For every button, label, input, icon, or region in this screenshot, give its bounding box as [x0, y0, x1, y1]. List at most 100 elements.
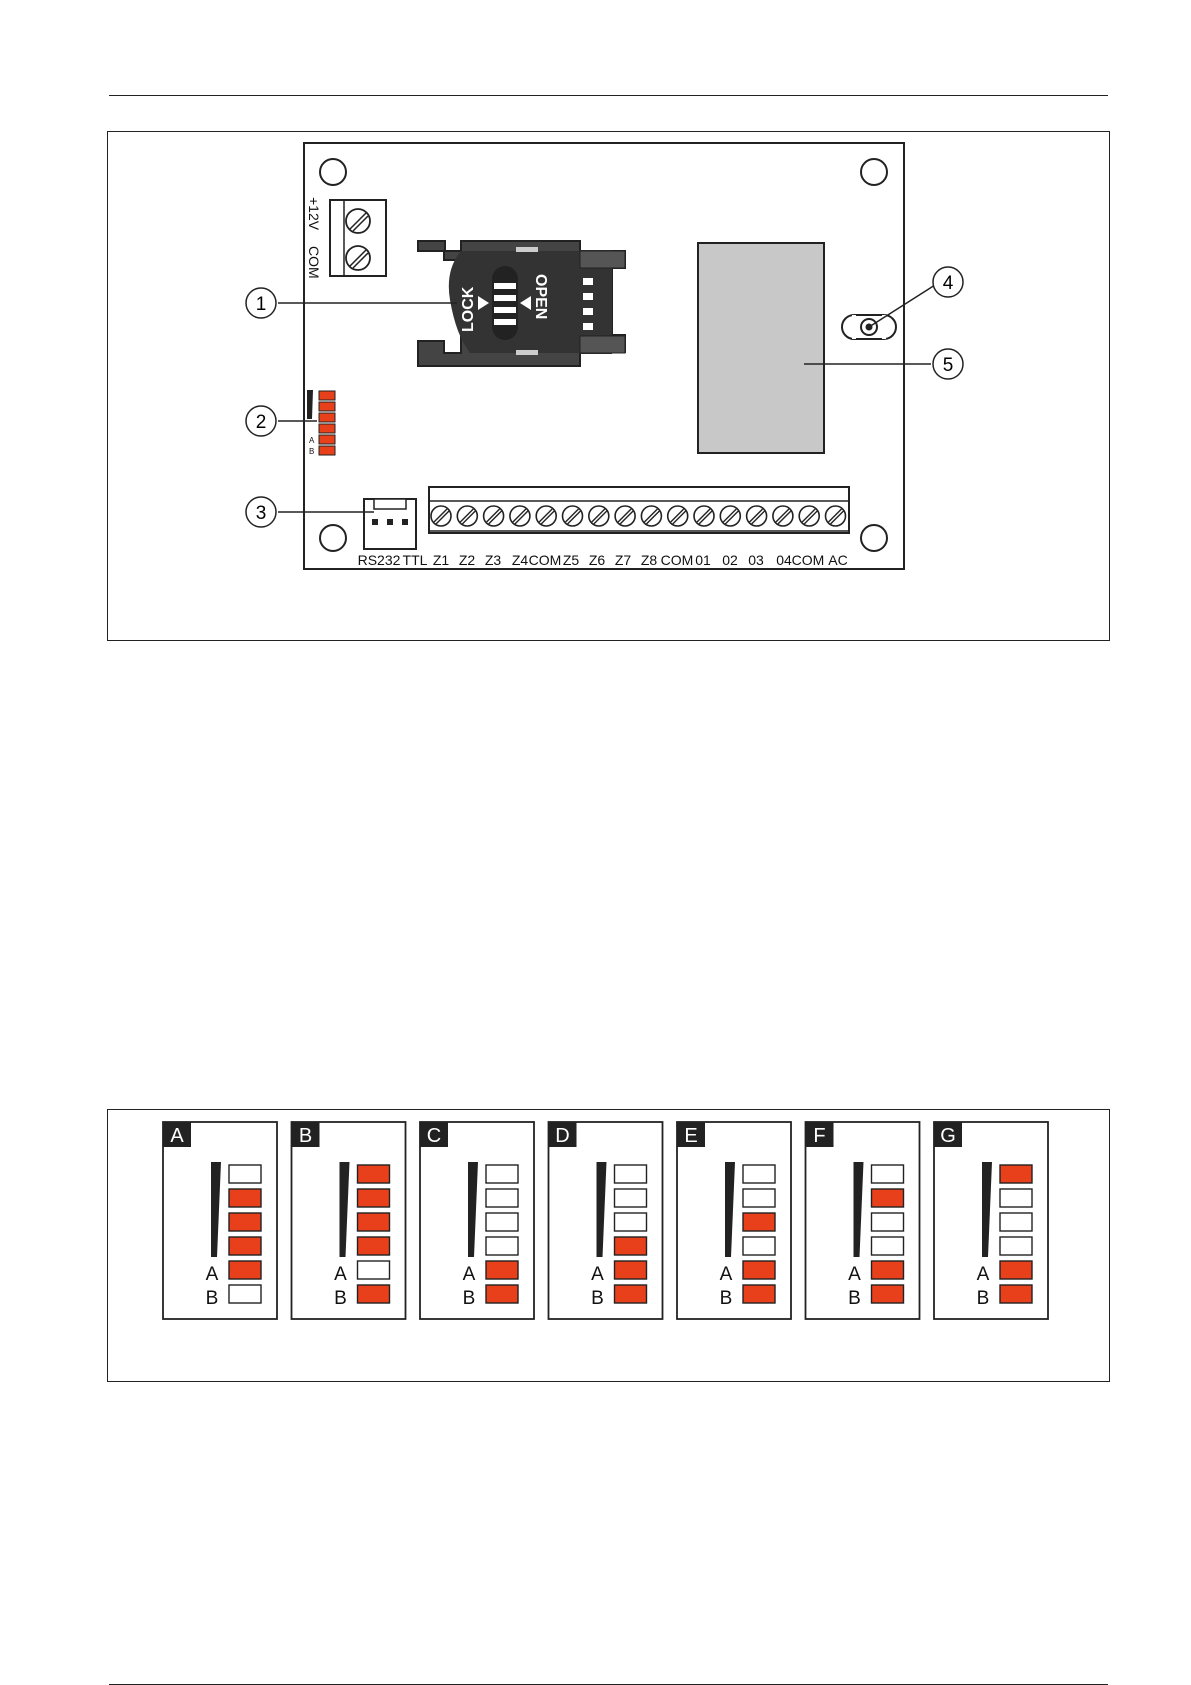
panel-letter: E: [684, 1125, 697, 1147]
led-indicator: [1000, 1261, 1032, 1279]
screw-icon: [510, 506, 530, 526]
led-label-a: A: [720, 1264, 733, 1285]
led-label-b: B: [463, 1288, 476, 1309]
led-indicator: [358, 1261, 390, 1279]
led-indicator: [743, 1237, 775, 1255]
gsm-module: [698, 243, 824, 453]
screw-icon: [563, 506, 583, 526]
led-indicator: [486, 1261, 518, 1279]
mounting-hole: [320, 525, 346, 551]
led-indicator: [486, 1237, 518, 1255]
led-panel-b: BAB: [292, 1122, 406, 1319]
led-indicator: [229, 1165, 261, 1183]
terminal-label: RS232: [358, 552, 401, 568]
led-panel-e: EAB: [677, 1122, 791, 1319]
power-label-12v: +12V: [306, 197, 322, 231]
board-led: [319, 391, 335, 400]
board-led-label-a: A: [309, 436, 315, 445]
rs232-ttl-connector: [364, 499, 416, 549]
mounting-hole: [861, 525, 887, 551]
led-indicator: [743, 1165, 775, 1183]
terminal-label: 03: [748, 552, 764, 568]
led-panel-g: GAB: [934, 1122, 1048, 1319]
led-label-a: A: [591, 1264, 604, 1285]
led-label-a: A: [206, 1264, 219, 1285]
led-indicator: [615, 1213, 647, 1231]
led-indicator: [872, 1189, 904, 1207]
led-indicator: [743, 1189, 775, 1207]
terminal-label: Z6: [589, 552, 606, 568]
led-indicator: [229, 1237, 261, 1255]
led-indicator: [229, 1261, 261, 1279]
led-label-a: A: [463, 1264, 476, 1285]
terminal-strip: [429, 487, 849, 533]
panel-letter: F: [813, 1125, 825, 1147]
led-indicator: [1000, 1237, 1032, 1255]
board-led-label-b: B: [309, 447, 314, 456]
sim-lock-label: LOCK: [460, 286, 477, 332]
callout-3-number: 3: [256, 503, 267, 524]
screw-icon: [641, 506, 661, 526]
screw-icon: [826, 506, 846, 526]
screw-icon: [773, 506, 793, 526]
board-led: [319, 402, 335, 411]
led-indicator: [229, 1213, 261, 1231]
led-indicator: [358, 1285, 390, 1303]
led-indicator: [615, 1189, 647, 1207]
terminal-label: TTL: [403, 552, 428, 568]
terminal-label: Z3: [485, 552, 502, 568]
led-indicator: [358, 1165, 390, 1183]
screw-icon: [668, 506, 688, 526]
led-panel-d: DAB: [549, 1122, 663, 1319]
terminal-label: Z8: [641, 552, 658, 568]
panel-letter: B: [299, 1125, 312, 1147]
led-label-a: A: [334, 1264, 347, 1285]
board-led: [319, 413, 335, 422]
terminal-label: COM: [529, 552, 562, 568]
led-indicator: [615, 1237, 647, 1255]
terminal-label: 04: [776, 552, 792, 568]
led-label-a: A: [848, 1264, 861, 1285]
led-label-b: B: [977, 1288, 990, 1309]
panel-letter: C: [427, 1125, 441, 1147]
board-led: [319, 446, 335, 455]
terminal-label: Z1: [433, 552, 450, 568]
screw-icon: [589, 506, 609, 526]
screw-icon: [431, 506, 451, 526]
signal-wedge-icon: [307, 390, 313, 419]
led-indicator: [1000, 1285, 1032, 1303]
led-indicator: [358, 1189, 390, 1207]
terminal-label: Z7: [615, 552, 632, 568]
callout-2-number: 2: [256, 412, 267, 433]
screw-icon: [484, 506, 504, 526]
led-label-b: B: [334, 1288, 347, 1309]
panel-letter: G: [940, 1125, 956, 1147]
terminal-label: COM: [792, 552, 825, 568]
callout-4-number: 4: [943, 273, 954, 294]
led-indicator: [1000, 1165, 1032, 1183]
panel-letter: A: [170, 1125, 184, 1147]
led-label-b: B: [206, 1288, 219, 1309]
led-indicator: [486, 1285, 518, 1303]
led-indicator: [486, 1165, 518, 1183]
screw-icon: [720, 506, 740, 526]
led-indicator: [872, 1165, 904, 1183]
led-indicator: [358, 1237, 390, 1255]
led-panel-c: C AB: [420, 1122, 534, 1319]
board-led: [319, 435, 335, 444]
led-indicator: [872, 1213, 904, 1231]
led-indicator: [1000, 1189, 1032, 1207]
screw-icon: [536, 506, 556, 526]
screw-icon: [694, 506, 714, 526]
circuit-board: +12V COM LOCK OPEN: [304, 143, 904, 569]
led-indicator: [1000, 1213, 1032, 1231]
led-indicator: [872, 1285, 904, 1303]
terminal-label: COM: [661, 552, 694, 568]
screw-icon: [747, 506, 767, 526]
led-indicator: [486, 1213, 518, 1231]
led-indicator: [615, 1165, 647, 1183]
led-indicator: [743, 1213, 775, 1231]
screw-icon: [799, 506, 819, 526]
